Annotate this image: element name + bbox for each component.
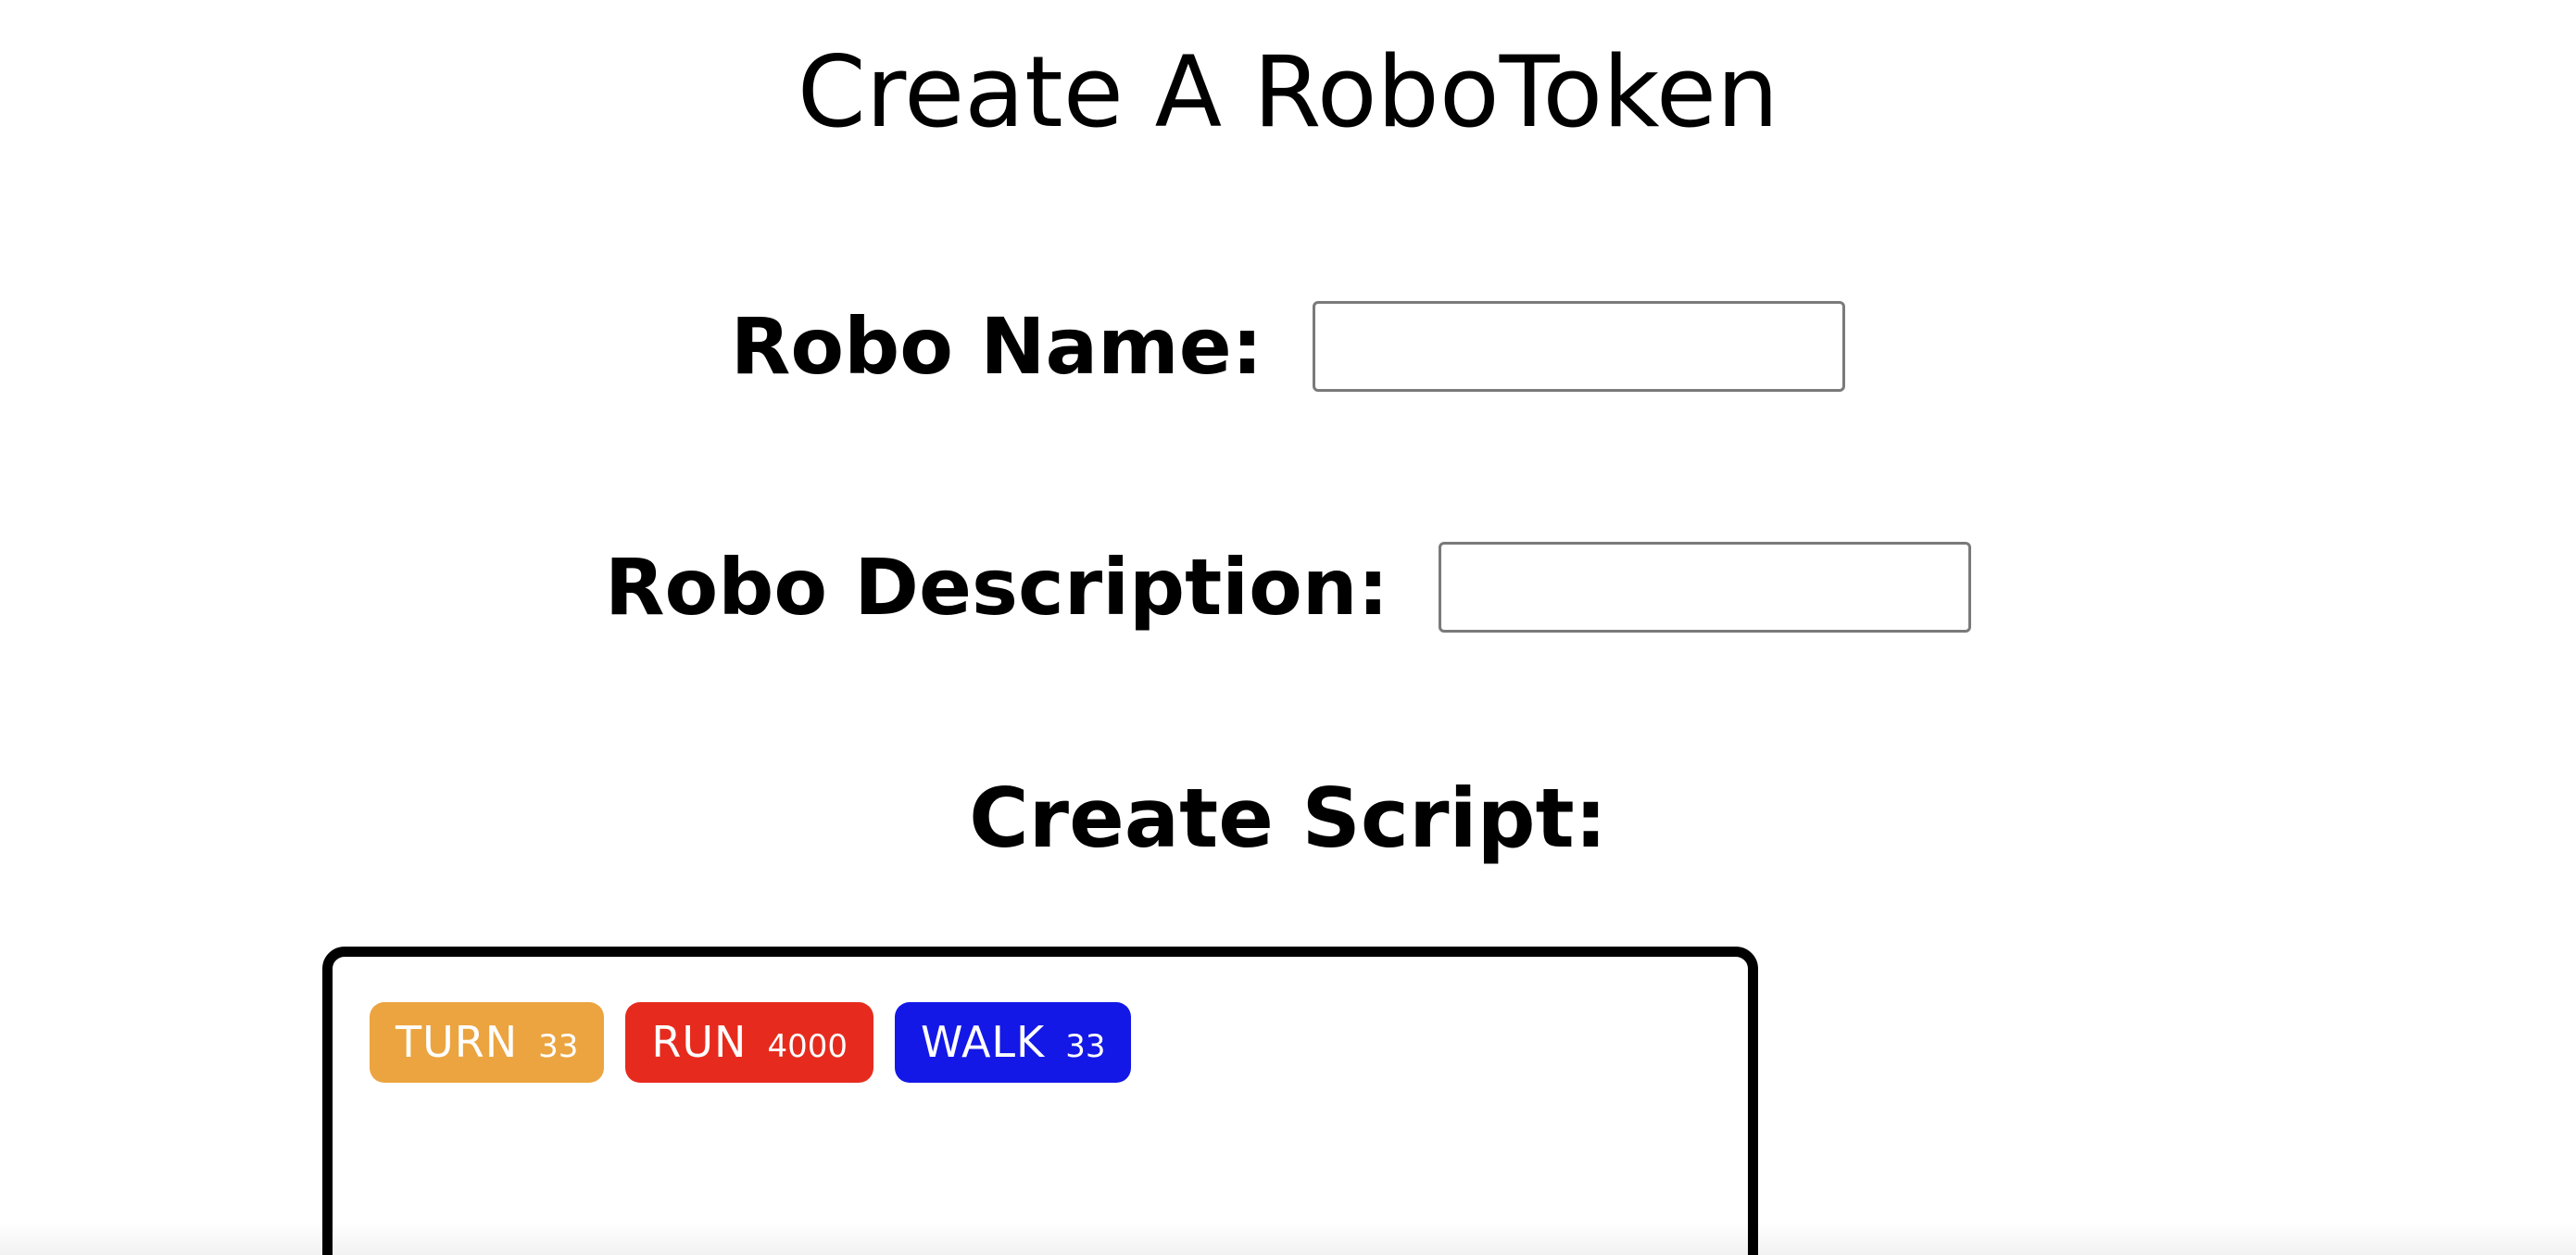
create-script-heading: Create Script: bbox=[969, 770, 1607, 866]
token-action-label: RUN bbox=[651, 1017, 748, 1068]
page-title: Create A RoboToken bbox=[797, 35, 1779, 149]
token-value: 33 bbox=[538, 1028, 579, 1066]
robo-name-label: Robo Name: bbox=[730, 300, 1263, 392]
script-token-run[interactable]: RUN 4000 bbox=[625, 1002, 873, 1084]
create-robotoken-page: Create A RoboToken Robo Name: Robo Descr… bbox=[0, 31, 2576, 1255]
robo-name-input[interactable] bbox=[1313, 300, 1846, 392]
robo-name-row: Robo Name: bbox=[0, 300, 2576, 392]
script-token-walk[interactable]: WALK 33 bbox=[894, 1002, 1132, 1084]
token-action-label: WALK bbox=[920, 1017, 1046, 1068]
robo-description-label: Robo Description: bbox=[604, 541, 1389, 633]
robo-description-row: Robo Description: bbox=[0, 541, 2576, 633]
token-value: 33 bbox=[1065, 1028, 1106, 1066]
token-value: 4000 bbox=[767, 1028, 848, 1066]
script-token-turn[interactable]: TURN 33 bbox=[370, 1002, 605, 1084]
robo-description-input[interactable] bbox=[1439, 541, 1972, 633]
script-token-list: TURN 33 RUN 4000 WALK 33 bbox=[370, 1002, 1720, 1084]
script-drop-area[interactable]: TURN 33 RUN 4000 WALK 33 bbox=[322, 947, 1758, 1255]
token-action-label: TURN bbox=[396, 1017, 519, 1068]
